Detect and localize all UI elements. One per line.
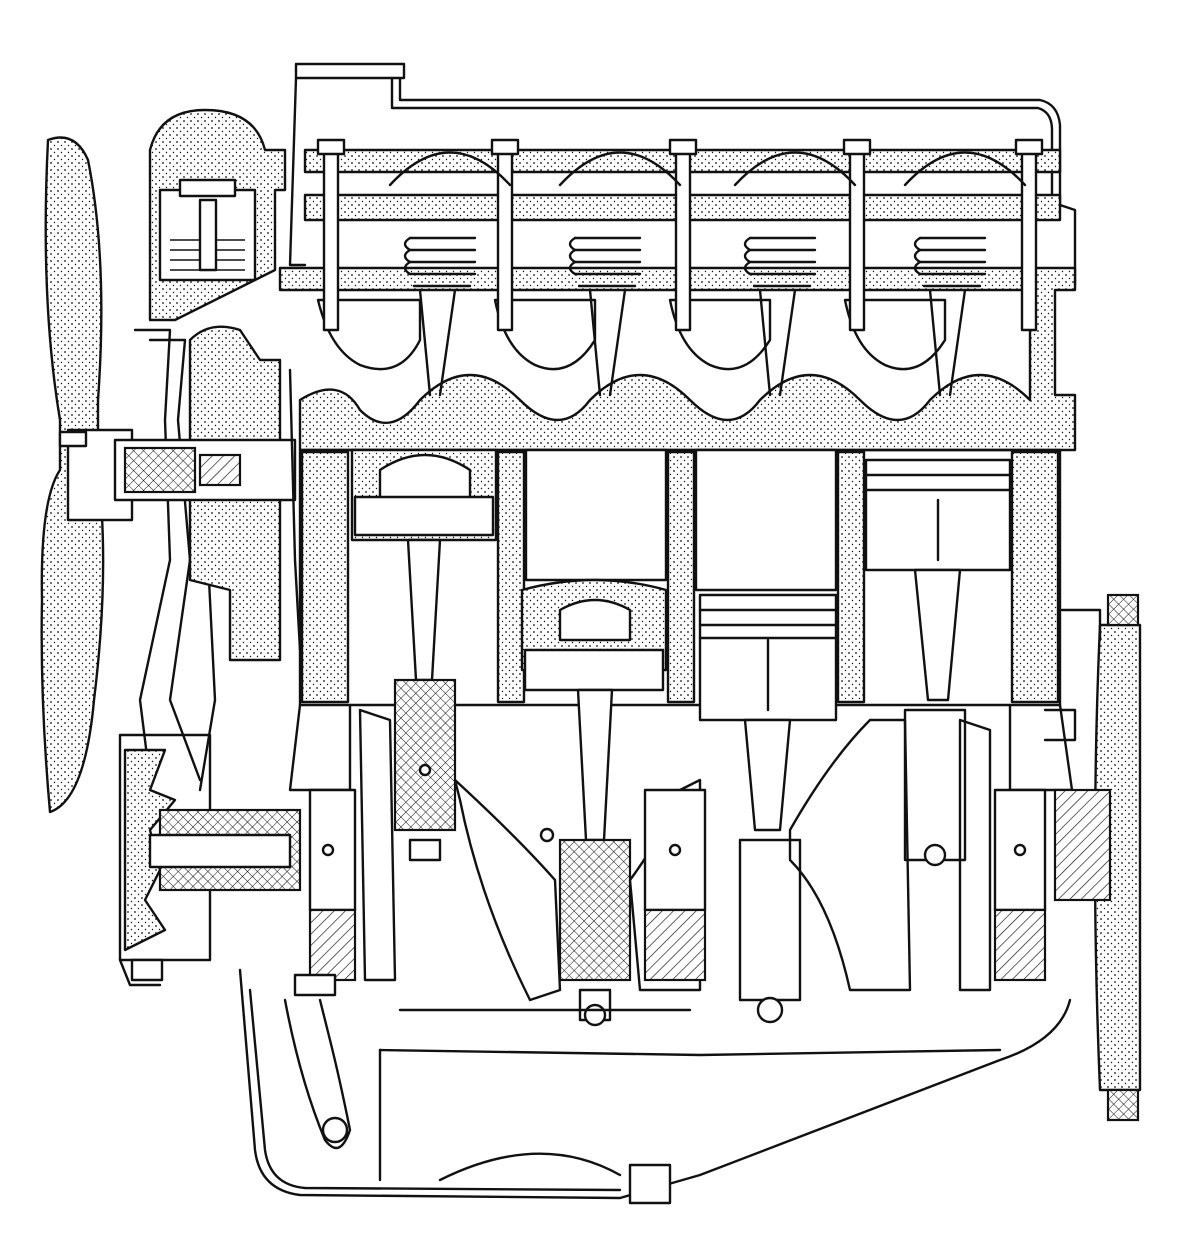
valve-spring [403, 236, 477, 288]
head-bolt [674, 148, 692, 332]
pump-bearing [123, 446, 197, 494]
crank-pulley [118, 733, 302, 987]
connecting-rod [576, 688, 614, 842]
rocker-arms [388, 151, 1027, 187]
big-end [393, 678, 457, 832]
connecting-rod [743, 718, 792, 832]
head-bolt [1020, 148, 1038, 332]
water-pump [58, 325, 302, 662]
piston-assembly-3 [694, 448, 838, 1024]
piston-assembly-2 [520, 448, 668, 1027]
head-bolt [322, 148, 340, 332]
head-bolts [316, 138, 1044, 332]
oil-filler-cap [294, 62, 406, 80]
gudgeon-pin [523, 648, 665, 692]
valve-spring [913, 236, 987, 288]
connecting-rod [913, 568, 962, 702]
cylinder-head [278, 148, 1077, 452]
engine-block [288, 448, 1074, 792]
oil-sump [238, 968, 1072, 1205]
valve-springs [403, 236, 987, 288]
drain-plug [628, 1163, 672, 1205]
valve-spring [743, 236, 817, 288]
flywheel [1043, 593, 1142, 1122]
head-bolt [848, 148, 866, 332]
big-end [738, 838, 802, 1002]
thermostat [178, 178, 237, 198]
fan-bolt [58, 430, 88, 448]
big-end [558, 838, 632, 982]
head-bolt [496, 148, 514, 332]
connecting-rod [406, 538, 442, 682]
big-end [903, 708, 967, 862]
rear-oil-seal [1053, 788, 1112, 902]
thermostat-housing [148, 108, 287, 322]
oil-pickup [283, 973, 352, 1150]
gudgeon-pin [353, 495, 495, 537]
piston-assembly-1 [350, 448, 498, 862]
piston-assembly-4 [864, 458, 1012, 867]
crankshaft [308, 708, 1047, 1002]
valve-spring [568, 236, 642, 288]
